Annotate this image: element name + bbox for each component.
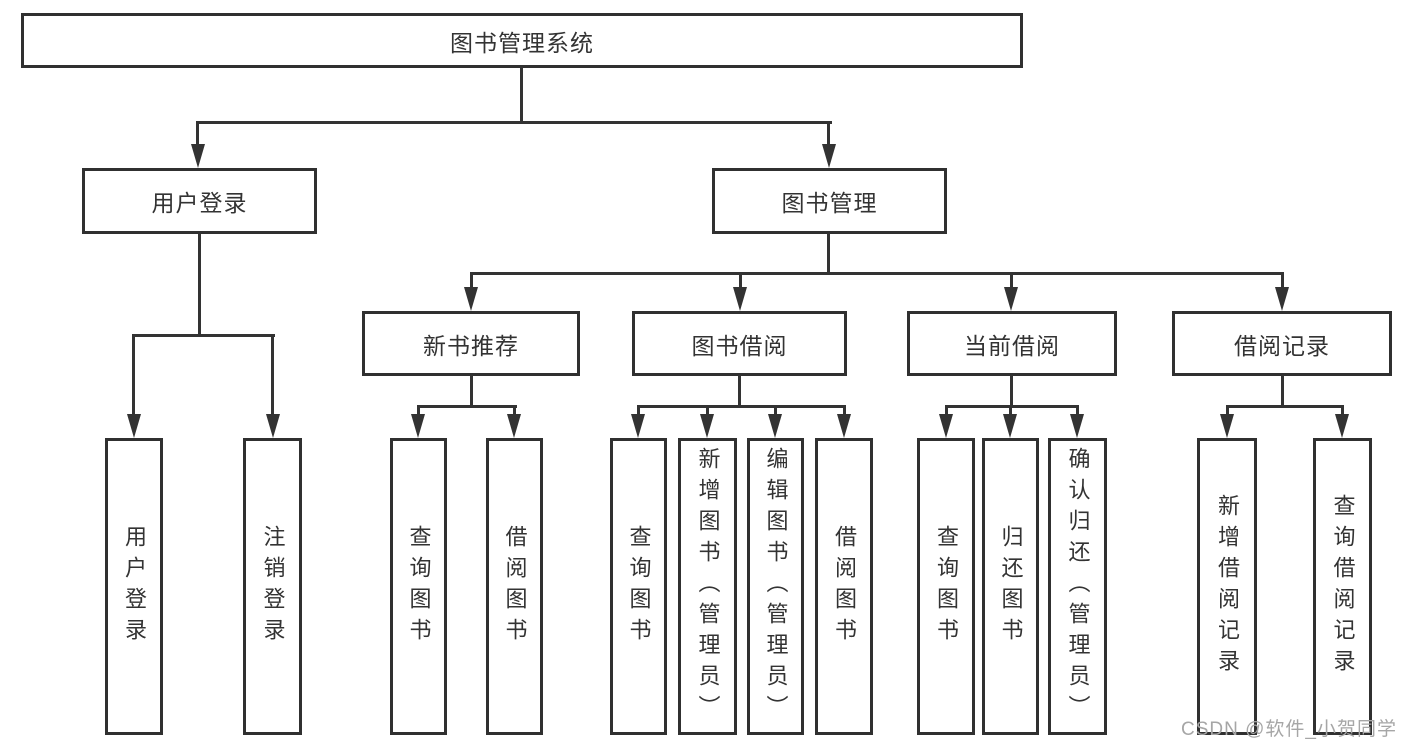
connector-line [843,405,846,416]
connector-line [739,272,742,290]
leaf-edit-books-admin: 编辑图书（管理员） [747,438,804,735]
node-book-management-branch: 图书管理 [712,168,947,234]
leaf-label: 查询图书 [934,524,959,649]
connector-line [637,405,846,408]
node-current-borrowing: 当前借阅 [907,311,1117,376]
leaf-query-books-current: 查询图书 [917,438,975,735]
leaf-label: 查询图书 [406,524,432,649]
node-label: 当前借阅 [964,332,1060,359]
leaf-label: 借阅图书 [502,524,528,649]
arrow-down-icon [768,414,782,438]
leaf-borrow-books-recommend: 借阅图书 [486,438,543,735]
leaf-user-login: 用户登录 [105,438,163,735]
leaf-label: 新增借阅记录 [1215,493,1240,680]
arrow-down-icon [1275,287,1289,311]
node-label: 用户登录 [151,190,248,216]
connector-line [1341,405,1344,416]
leaf-label: 借阅图书 [832,524,857,649]
leaf-return-books: 归还图书 [982,438,1039,735]
node-label: 借阅记录 [1234,332,1330,359]
connector-line [827,121,830,147]
arrow-down-icon [733,287,747,311]
leaf-label: 归还图书 [998,524,1024,649]
leaf-label: 编辑图书（管理员） [763,447,789,726]
arrow-down-icon [127,414,141,438]
arrow-down-icon [631,414,645,438]
node-new-book-recommendation: 新书推荐 [362,311,580,376]
connector-line [945,405,948,416]
connector-line [513,405,516,416]
connector-line [196,121,199,147]
connector-line [132,334,135,418]
arrow-down-icon [464,287,478,311]
connector-line [637,405,640,416]
leaf-query-borrow-record: 查询借阅记录 [1313,438,1372,735]
leaf-add-books-admin: 新增图书（管理员） [678,438,737,735]
connector-line [1226,405,1344,408]
arrow-down-icon [191,144,205,168]
leaf-label: 确认归还（管理员） [1065,447,1091,726]
arrow-down-icon [700,414,714,438]
connector-line [417,405,517,408]
leaf-add-borrow-record: 新增借阅记录 [1197,438,1257,735]
connector-line [1226,405,1229,416]
leaf-query-books-recommend: 查询图书 [390,438,447,735]
connector-line [774,405,777,416]
node-label: 图书管理 [781,190,878,216]
arrow-down-icon [939,414,953,438]
connector-line [706,405,709,416]
arrow-down-icon [1070,414,1084,438]
connector-line [945,405,1079,408]
connector-line [470,272,473,290]
connector-line [470,272,1283,275]
connector-line [1281,272,1284,290]
leaf-borrow-books: 借阅图书 [815,438,873,735]
connector-line [1281,375,1284,407]
connector-line [196,121,832,124]
connector-line [417,405,420,416]
node-label: 图书管理系统 [450,29,594,56]
connector-line [1076,405,1079,416]
node-user-login-branch: 用户登录 [82,168,317,234]
connector-line [827,233,830,275]
leaf-query-books-borrow: 查询图书 [610,438,667,735]
arrow-down-icon [507,414,521,438]
arrow-down-icon [1004,287,1018,311]
connector-line [271,334,274,418]
arrow-down-icon [837,414,851,438]
node-label: 图书借阅 [691,332,788,359]
node-borrowing-records: 借阅记录 [1172,311,1392,376]
leaf-logout: 注销登录 [243,438,302,735]
connector-line [1010,375,1013,407]
arrow-down-icon [266,414,280,438]
csdn-watermark: CSDN @软件_小贺同学 [1181,719,1397,740]
connector-line [738,375,741,407]
connector-line [520,67,523,123]
node-label: 新书推荐 [423,332,519,359]
node-book-borrowing: 图书借阅 [632,311,847,376]
arrow-down-icon [411,414,425,438]
node-root-book-management-system: 图书管理系统 [21,13,1023,68]
leaf-label: 用户登录 [122,524,147,649]
leaf-label: 新增图书（管理员） [695,447,721,726]
leaf-label: 查询借阅记录 [1330,493,1356,680]
arrow-down-icon [1003,414,1017,438]
connector-line [470,375,473,407]
leaf-label: 注销登录 [260,524,286,649]
arrow-down-icon [822,144,836,168]
leaf-label: 查询图书 [626,524,652,649]
arrow-down-icon [1335,414,1349,438]
connector-line [1009,405,1012,416]
connector-line [198,234,201,337]
arrow-down-icon [1220,414,1234,438]
connector-line [1010,272,1013,290]
leaf-confirm-return-admin: 确认归还（管理员） [1048,438,1107,735]
connector-line [132,334,275,337]
